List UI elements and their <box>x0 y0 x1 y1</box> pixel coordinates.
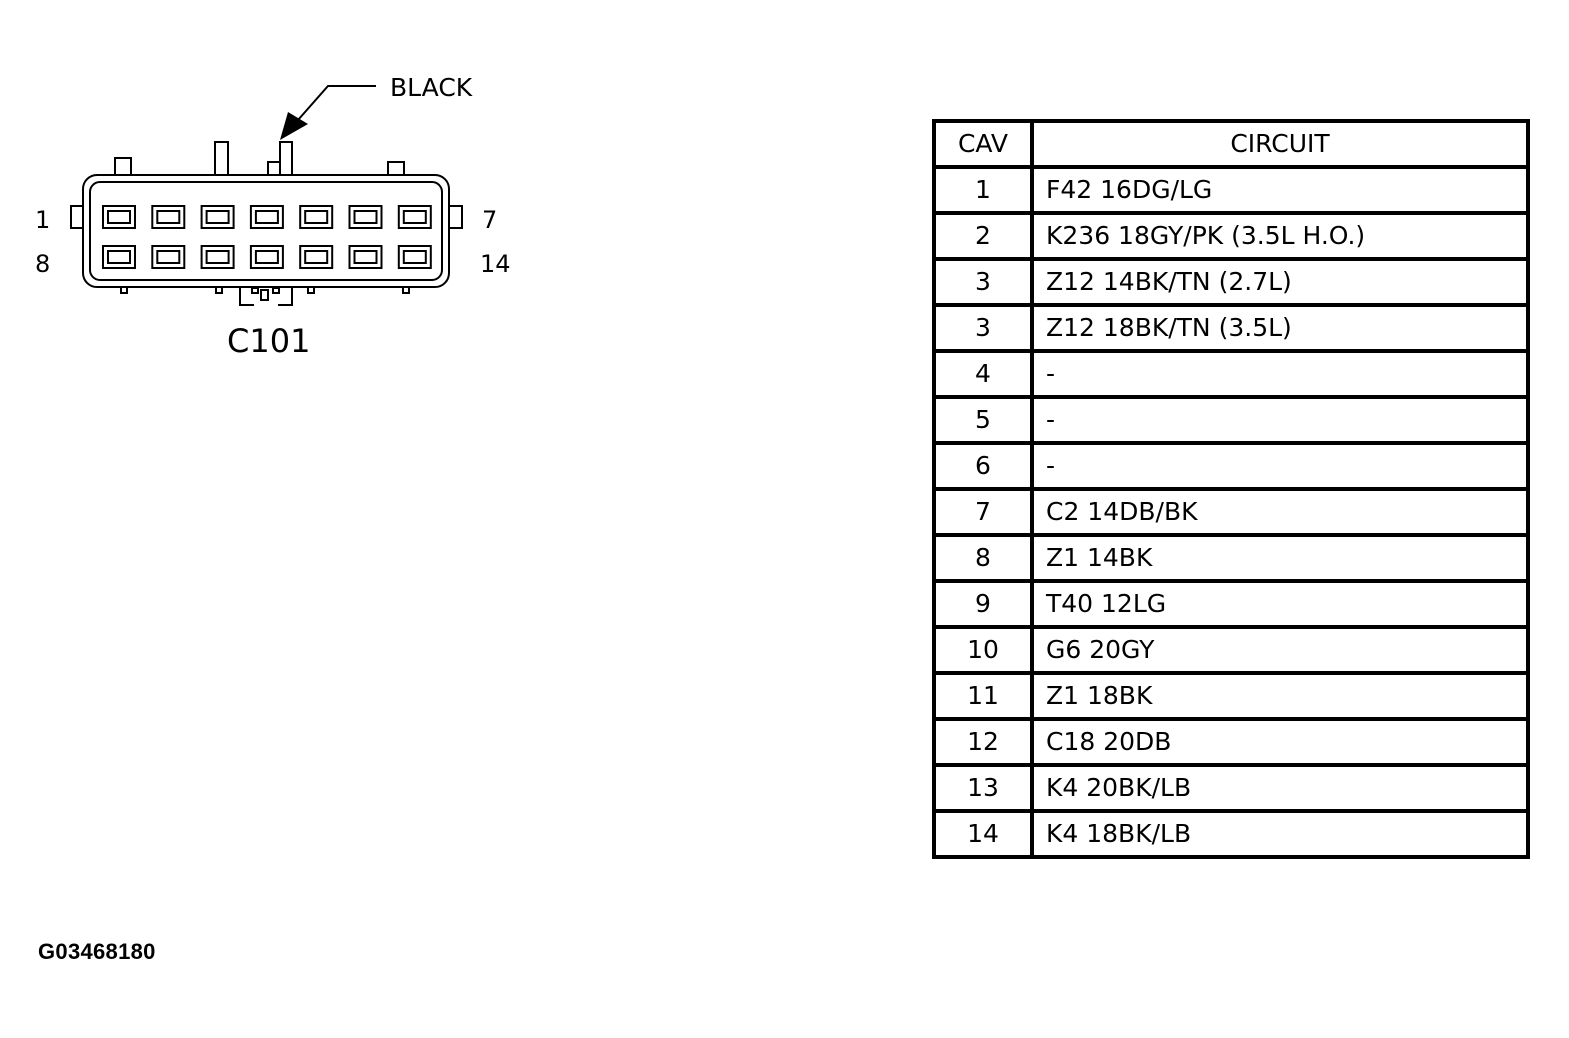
connector-cavity-inner <box>205 210 230 224</box>
connector-cavity-inner <box>107 210 131 224</box>
connector-diagram: BLACK 1 7 8 14 C101 <box>35 73 511 360</box>
circuit-cell: G6 20GY <box>1030 625 1530 675</box>
cav-cell: 3 <box>932 303 1034 353</box>
connector-cavity-inner <box>402 250 427 264</box>
connector-color-label: BLACK <box>390 73 473 102</box>
circuit-cell: K4 18BK/LB <box>1030 809 1530 859</box>
table-row: 6- <box>932 441 1530 491</box>
connector-bottom-features <box>120 286 410 306</box>
circuit-cell: C2 14DB/BK <box>1030 487 1530 537</box>
connector-cavity-inner <box>304 210 329 224</box>
circuit-cell: C18 20DB <box>1030 717 1530 767</box>
connector-cavity-inner <box>205 250 230 264</box>
pin-label-7: 7 <box>482 206 497 234</box>
cav-cell: 10 <box>932 625 1034 675</box>
connector-cavity-inner <box>107 250 131 264</box>
cav-cell: 12 <box>932 717 1034 767</box>
cav-cell: 9 <box>932 579 1034 629</box>
cav-column-header: CAV <box>932 119 1034 169</box>
circuit-cell: - <box>1030 441 1530 491</box>
circuit-column-header: CIRCUIT <box>1030 119 1530 169</box>
cav-cell: 14 <box>932 809 1034 859</box>
circuit-cell: Z12 18BK/TN (3.5L) <box>1030 303 1530 353</box>
circuit-cell: K236 18GY/PK (3.5L H.O.) <box>1030 211 1530 261</box>
circuit-cell: Z1 14BK <box>1030 533 1530 583</box>
circuit-cell: F42 16DG/LG <box>1030 165 1530 215</box>
cav-cell: 11 <box>932 671 1034 721</box>
circuit-cell: - <box>1030 349 1530 399</box>
pin-label-8: 8 <box>35 250 50 278</box>
table-header-row: CAV CIRCUIT <box>932 119 1530 169</box>
connector-cavity-inner <box>353 250 378 264</box>
connector-cavity-inner <box>254 210 279 224</box>
figure-id: G03468180 <box>38 939 156 964</box>
cav-cell: 13 <box>932 763 1034 813</box>
connector-cavities <box>102 205 432 269</box>
circuit-cell: K4 20BK/LB <box>1030 763 1530 813</box>
connector-body-inner <box>89 181 443 281</box>
circuit-cell: - <box>1030 395 1530 445</box>
pin-label-14: 14 <box>480 250 511 278</box>
cav-cell: 4 <box>932 349 1034 399</box>
table-row: 4- <box>932 349 1530 399</box>
cav-cell: 3 <box>932 257 1034 307</box>
connector-body-outer <box>82 174 450 288</box>
pin-label-1: 1 <box>35 206 50 234</box>
connector-cavity-inner <box>402 210 427 224</box>
cav-cell: 7 <box>932 487 1034 537</box>
callout-arrowhead <box>280 112 308 140</box>
connector-top-tabs <box>114 141 405 176</box>
circuit-cell: T40 12LG <box>1030 579 1530 629</box>
connector-cavity-inner <box>156 210 181 224</box>
cav-cell: 6 <box>932 441 1034 491</box>
circuit-cell: Z12 14BK/TN (2.7L) <box>1030 257 1530 307</box>
connector-name: C101 <box>227 322 310 360</box>
cav-cell: 5 <box>932 395 1034 445</box>
cav-cell: 1 <box>932 165 1034 215</box>
connector-cavity-inner <box>353 210 378 224</box>
table-row: 5- <box>932 395 1530 445</box>
callout-leader <box>297 85 376 121</box>
connector-cavity-inner <box>304 250 329 264</box>
connector-cavity-inner <box>156 250 181 264</box>
circuit-cell: Z1 18BK <box>1030 671 1530 721</box>
cav-cell: 8 <box>932 533 1034 583</box>
cav-cell: 2 <box>932 211 1034 261</box>
connector-cavity-inner <box>254 250 279 264</box>
